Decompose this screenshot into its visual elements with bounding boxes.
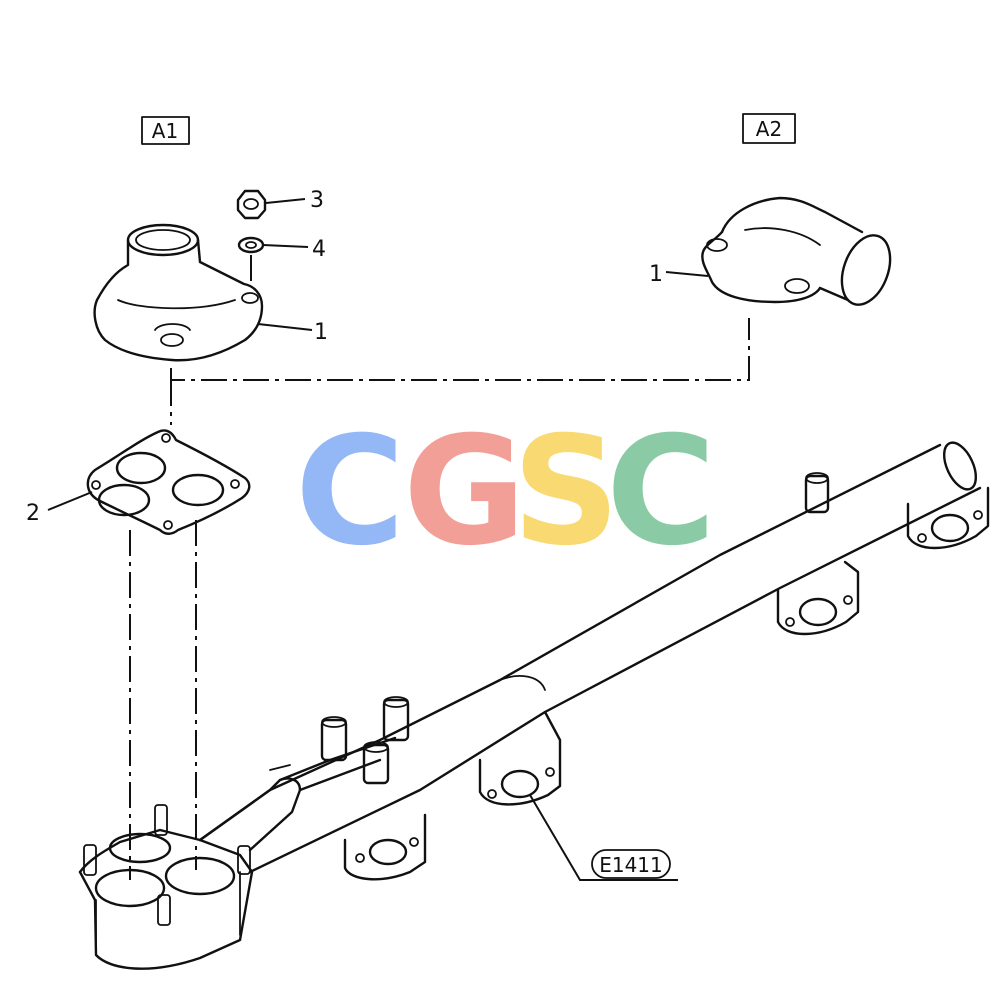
watermark-letter: S	[512, 405, 620, 579]
part-label-1-a2: 1	[649, 262, 663, 287]
thermostat-housing-a2	[701, 196, 892, 306]
watermark-logo: C G S C	[295, 405, 716, 579]
part-label-3: 3	[310, 188, 324, 213]
part-label-4: 4	[312, 237, 326, 262]
view-label-a1: A1	[141, 116, 190, 145]
stud-bolt	[83, 804, 251, 926]
watermark-letter: C	[295, 405, 405, 579]
watermark-letter: G	[403, 405, 526, 579]
water-manifold-pipe	[78, 441, 990, 970]
watermark-letter: C	[606, 405, 716, 579]
part-label-2: 2	[26, 501, 40, 526]
part-label-1-a1: 1	[314, 320, 328, 345]
nut-part	[236, 189, 267, 220]
washer-part	[237, 236, 265, 254]
thermostat-housing-a1	[93, 223, 264, 362]
ref-code-text: E1411	[599, 853, 663, 877]
view-label-a2: A2	[742, 113, 796, 144]
gasket-part	[86, 429, 251, 535]
view-label-a1-text: A1	[152, 119, 178, 143]
reference-callout: E1411	[591, 849, 671, 879]
view-label-a2-text: A2	[756, 117, 782, 141]
